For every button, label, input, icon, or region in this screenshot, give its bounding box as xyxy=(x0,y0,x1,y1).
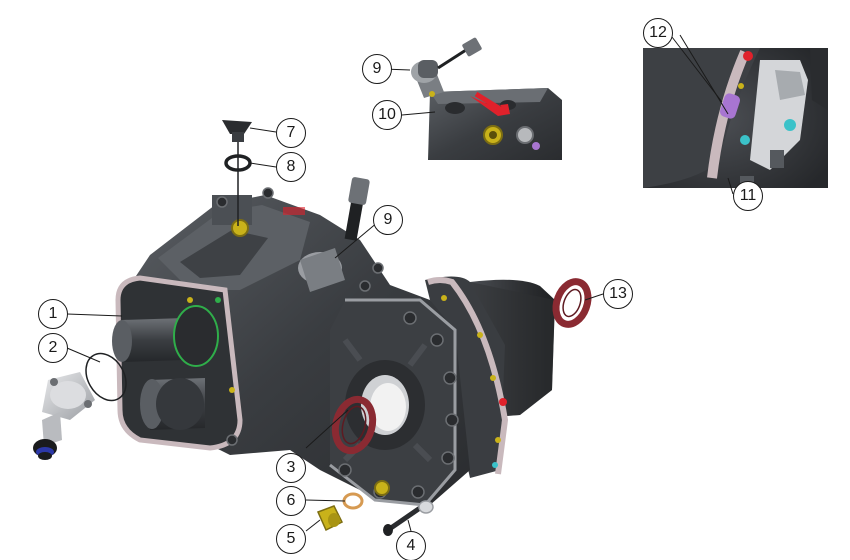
callout-4-label: 4 xyxy=(406,537,416,554)
leader-lines xyxy=(66,34,734,532)
callout-9-main-label: 9 xyxy=(383,211,393,228)
callout-5: 5 xyxy=(276,524,306,554)
callout-13-label: 13 xyxy=(609,285,627,302)
callout-6-label: 6 xyxy=(286,492,296,509)
callout-9-inset: 9 xyxy=(362,54,392,84)
inset-bearing-detail xyxy=(643,48,828,188)
callout-9-inset-label: 9 xyxy=(372,60,382,77)
callout-1-label: 1 xyxy=(48,305,58,322)
callout-5-label: 5 xyxy=(286,530,296,547)
part-bolt xyxy=(383,500,434,536)
part-drain-plug xyxy=(316,505,344,532)
callout-10: 10 xyxy=(372,100,402,130)
callout-8-label: 8 xyxy=(286,158,296,175)
callout-2-label: 2 xyxy=(48,339,58,356)
callout-10-label: 10 xyxy=(378,106,396,123)
part-shaft-seal-13 xyxy=(552,278,592,328)
part-actuator-motor xyxy=(33,372,95,460)
part-copper-washer xyxy=(342,492,364,510)
callout-6: 6 xyxy=(276,486,306,516)
part-o-ring xyxy=(85,352,127,402)
callout-7-label: 7 xyxy=(286,124,296,141)
transmission-assembly xyxy=(112,177,555,507)
callout-11-label: 11 xyxy=(739,187,757,204)
callout-1: 1 xyxy=(38,299,68,329)
callout-3-label: 3 xyxy=(286,459,296,476)
callout-11: 11 xyxy=(733,181,763,211)
callout-13: 13 xyxy=(603,279,633,309)
inset-sensor-detail xyxy=(411,37,562,160)
callout-9-main: 9 xyxy=(373,205,403,235)
callout-12-label: 12 xyxy=(649,24,667,41)
callout-3: 3 xyxy=(276,453,306,483)
callout-4: 4 xyxy=(396,531,426,560)
callout-2: 2 xyxy=(38,333,68,363)
callout-12: 12 xyxy=(643,18,673,48)
callout-7: 7 xyxy=(276,118,306,148)
callout-8: 8 xyxy=(276,152,306,182)
